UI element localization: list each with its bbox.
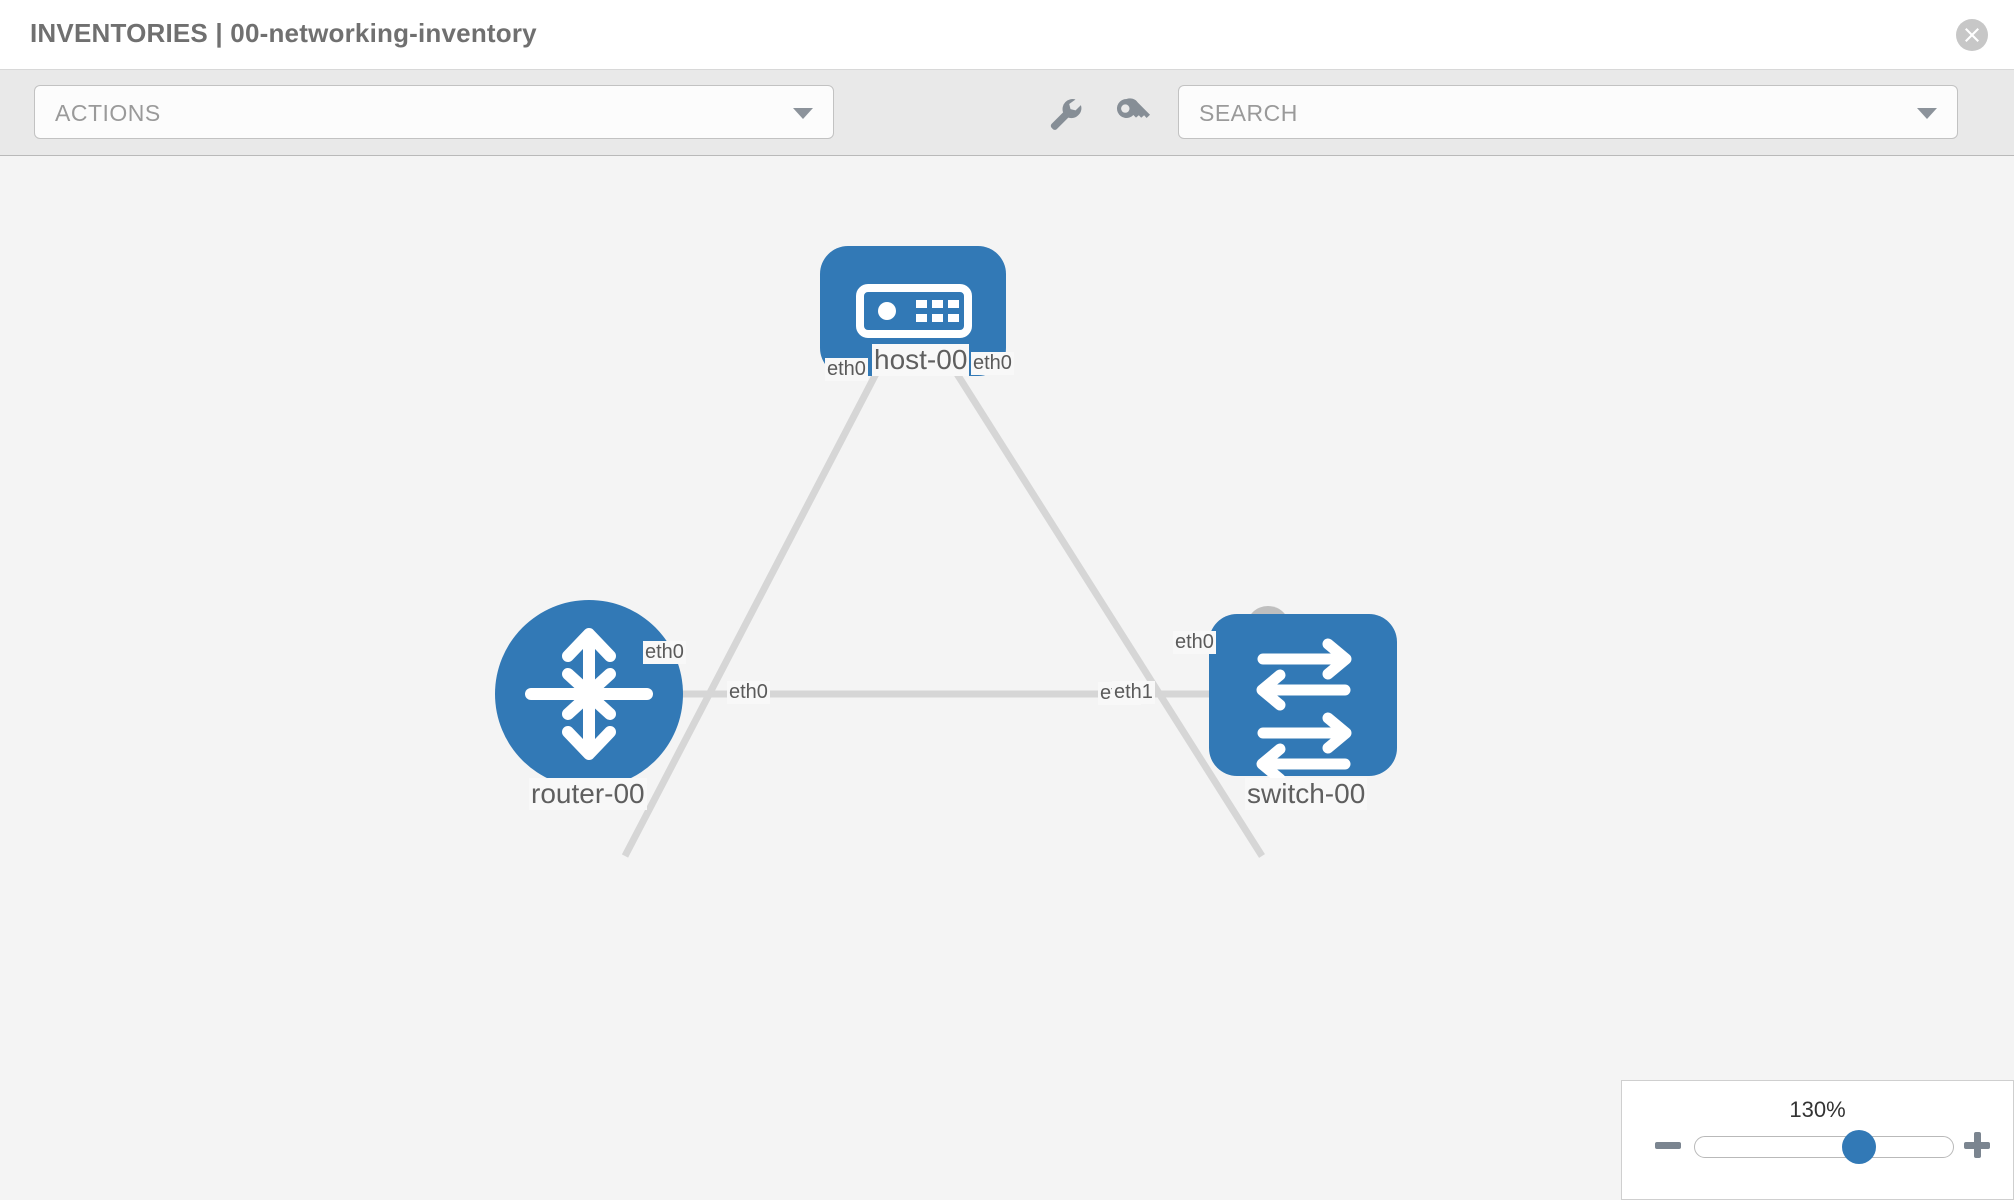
server-icon <box>856 284 972 338</box>
page-header: INVENTORIES | 00-networking-inventory <box>0 0 2014 70</box>
key-icon[interactable] <box>1110 90 1154 134</box>
topology-graph <box>495 246 1397 858</box>
close-icon[interactable] <box>1956 19 1988 51</box>
edge-label: eth0 <box>643 641 686 664</box>
switch-arrows-icon <box>1256 638 1352 785</box>
edge-label: eth1 <box>1112 681 1155 704</box>
zoom-out-button[interactable] <box>1650 1127 1686 1163</box>
node-router-00 <box>495 600 683 788</box>
link-host00-router00 <box>621 364 884 858</box>
zoom-in-button[interactable] <box>1959 1127 1995 1163</box>
edge-label: eth0 <box>1173 631 1216 654</box>
node-switch-00 <box>1209 614 1397 785</box>
wrench-icon[interactable] <box>1042 90 1086 134</box>
router-arrows-icon <box>525 628 653 760</box>
actions-dropdown-label: ACTIONS <box>55 100 161 126</box>
edge-label: eth0 <box>971 352 1014 375</box>
node-label-router-00: router-00 <box>529 778 647 810</box>
link-host00-switch00 <box>949 364 1265 858</box>
actions-dropdown[interactable]: ACTIONS <box>34 85 834 139</box>
topology-links <box>621 364 1265 858</box>
zoom-slider-thumb[interactable] <box>1842 1130 1876 1164</box>
topology-connectors <box>621 334 1290 714</box>
edge-label: eth0 <box>727 681 770 704</box>
chevron-down-icon <box>793 108 813 119</box>
node-host-00 <box>820 246 1006 376</box>
node-label-host-00: host-00 <box>872 344 970 376</box>
topology-canvas[interactable]: host-00 router-00 switch-00 eth0 eth0 et… <box>0 156 2014 1200</box>
edge-label: eth0 <box>825 358 868 381</box>
page-title: INVENTORIES | 00-networking-inventory <box>30 18 537 48</box>
chevron-down-icon <box>1917 108 1937 119</box>
search-input[interactable]: SEARCH <box>1178 85 1958 139</box>
search-placeholder: SEARCH <box>1199 100 1298 126</box>
zoom-slider[interactable] <box>1694 1136 1954 1158</box>
zoom-control-panel: 130% <box>1621 1080 2014 1200</box>
toolbar: ACTIONS SEARCH <box>0 70 2014 156</box>
zoom-level-value: 130% <box>1789 1097 1846 1122</box>
node-label-switch-00: switch-00 <box>1245 778 1368 810</box>
